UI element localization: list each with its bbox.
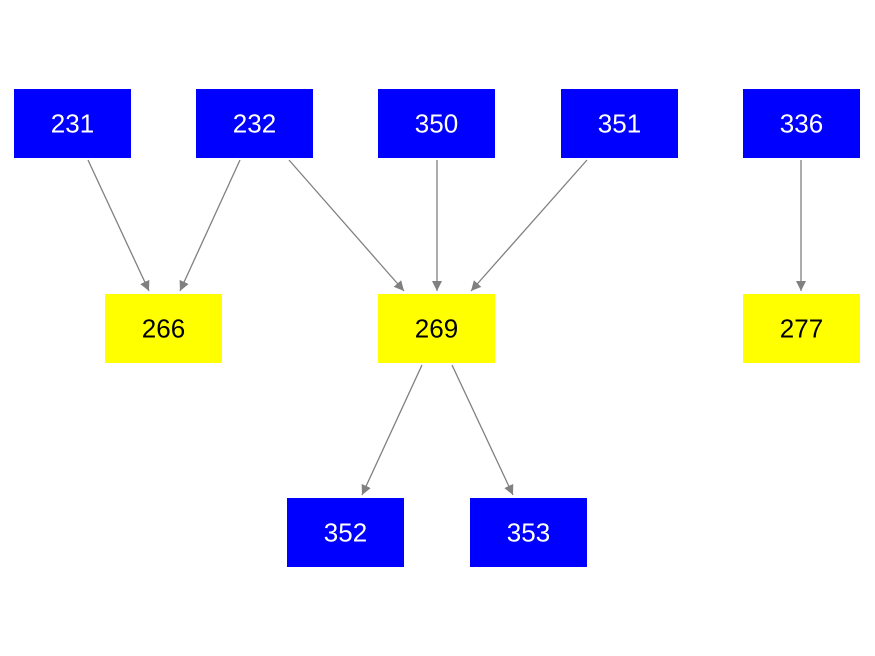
edges-layer [87, 159, 806, 496]
nodes-layer: 231 232 350 351 336 266 269 277 352 353 [14, 89, 860, 567]
node-box-353 [470, 498, 587, 567]
node-box-231 [14, 89, 131, 158]
node-label-269: 269 [415, 314, 458, 344]
node-352: 352 [287, 498, 404, 567]
node-box-352 [287, 498, 404, 567]
node-label-231: 231 [51, 109, 94, 139]
node-231: 231 [14, 89, 131, 158]
node-box-336 [743, 89, 860, 158]
node-label-232: 232 [233, 109, 276, 139]
node-266: 266 [105, 294, 222, 363]
node-353: 353 [470, 498, 587, 567]
node-label-353: 353 [507, 518, 550, 548]
node-box-266 [105, 294, 222, 363]
edge-351-to-269 [470, 159, 588, 292]
node-label-266: 266 [142, 314, 185, 344]
node-232: 232 [196, 89, 313, 158]
node-box-277 [743, 294, 860, 363]
node-label-277: 277 [780, 314, 823, 344]
node-label-336: 336 [780, 109, 823, 139]
edge-269-to-353 [451, 364, 514, 496]
node-label-352: 352 [324, 518, 367, 548]
node-box-350 [378, 89, 495, 158]
node-351: 351 [561, 89, 678, 158]
node-box-232 [196, 89, 313, 158]
node-box-351 [561, 89, 678, 158]
edge-232-to-266 [179, 159, 241, 292]
node-box-269 [378, 294, 495, 363]
node-350: 350 [378, 89, 495, 158]
node-336: 336 [743, 89, 860, 158]
node-label-351: 351 [598, 109, 641, 139]
edge-269-to-352 [361, 364, 423, 496]
node-label-350: 350 [415, 109, 458, 139]
node-277: 277 [743, 294, 860, 363]
edge-232-to-269 [288, 159, 405, 292]
edge-231-to-266 [87, 159, 150, 292]
node-269: 269 [378, 294, 495, 363]
